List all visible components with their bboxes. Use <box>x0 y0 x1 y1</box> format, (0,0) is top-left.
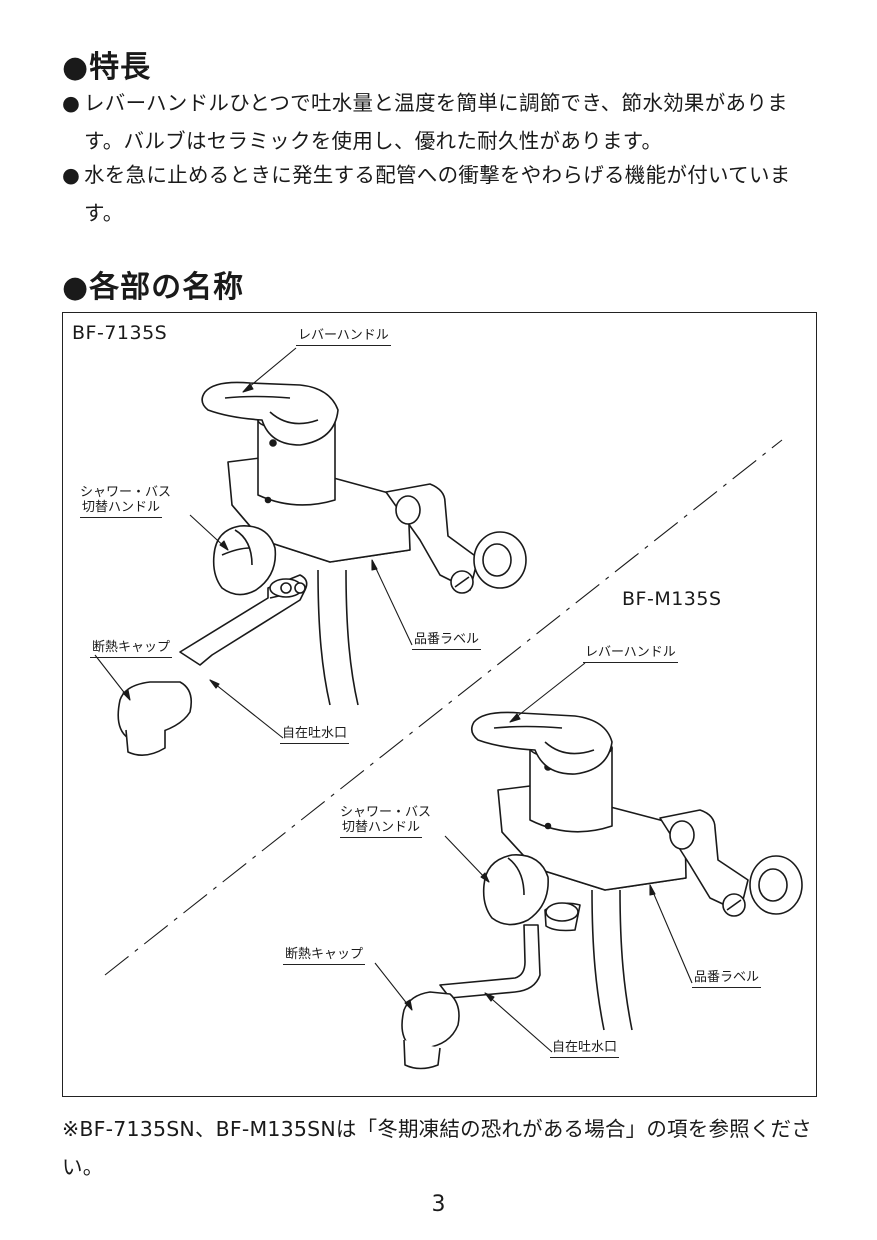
model-b-name: BF-M135S <box>622 588 722 610</box>
feature-text: 水を急に止めるときに発生する配管への衝撃をやわらげる機能が付いています。 <box>84 163 791 225</box>
bullet-mark: ● <box>62 163 81 187</box>
parts-diagram-frame <box>62 312 817 1097</box>
page-number: 3 <box>431 1192 446 1217</box>
label-insulation-cap: 断熱キャップ <box>90 640 173 658</box>
label-switch-handle-line1: シャワー・バス <box>340 805 432 820</box>
label-switch-handle-line1: シャワー・バス <box>80 485 172 500</box>
feature-text: レバーハンドルひとつで吐水量と温度を簡単に調節でき、節水効果があります。バルブは… <box>84 91 788 153</box>
faucet-b <box>401 711 803 1070</box>
bullet-mark: ● <box>62 91 81 115</box>
feature-bullet: ● 水を急に止めるときに発生する配管への衝撃をやわらげる機能が付いています。 <box>62 156 822 232</box>
label-insulation-cap: 断熱キャップ <box>283 947 366 965</box>
label-swivel-spout: 自在吐水口 <box>550 1040 620 1058</box>
label-lever-handle: レバーハンドル <box>296 328 391 346</box>
parts-heading: ●各部の名称 <box>62 270 245 305</box>
label-switch-handle-line2: 切替ハンドル <box>340 820 423 838</box>
label-switch-handle-line2: 切替ハンドル <box>80 500 163 518</box>
freeze-note: ※BF-7135SN、BF-M135SNは「冬期凍結の恐れがある場合」の項を参照… <box>62 1117 812 1179</box>
label-product-label: 品番ラベル <box>692 970 762 988</box>
faucet-a <box>117 381 527 756</box>
features-heading: ●特長 <box>62 50 152 85</box>
label-product-label: 品番ラベル <box>412 632 482 650</box>
label-swivel-spout: 自在吐水口 <box>280 726 350 744</box>
feature-bullet: ● レバーハンドルひとつで吐水量と温度を簡単に調節でき、節水効果があります。バル… <box>62 84 822 160</box>
label-lever-handle: レバーハンドル <box>583 645 678 663</box>
model-a-name: BF-7135S <box>72 322 168 344</box>
